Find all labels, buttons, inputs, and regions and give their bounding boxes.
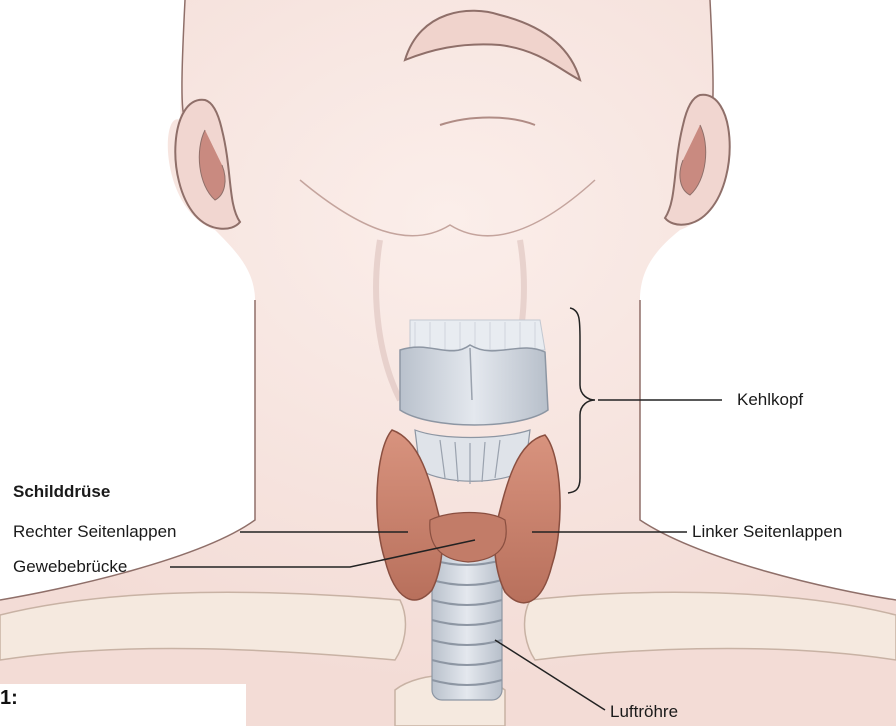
label-luftroehre: Luftröhre <box>610 702 678 722</box>
label-linker-seitenlappen: Linker Seitenlappen <box>692 522 842 542</box>
label-schilddruese: Schilddrüse <box>13 482 110 502</box>
corner-text: 1: <box>0 687 18 710</box>
label-kehlkopf: Kehlkopf <box>737 390 803 410</box>
label-rechter-seitenlappen: Rechter Seitenlappen <box>13 522 177 542</box>
label-gewebebruecke: Gewebebrücke <box>13 557 127 577</box>
corner-overlay: 1: <box>0 684 246 726</box>
trachea <box>432 540 502 700</box>
